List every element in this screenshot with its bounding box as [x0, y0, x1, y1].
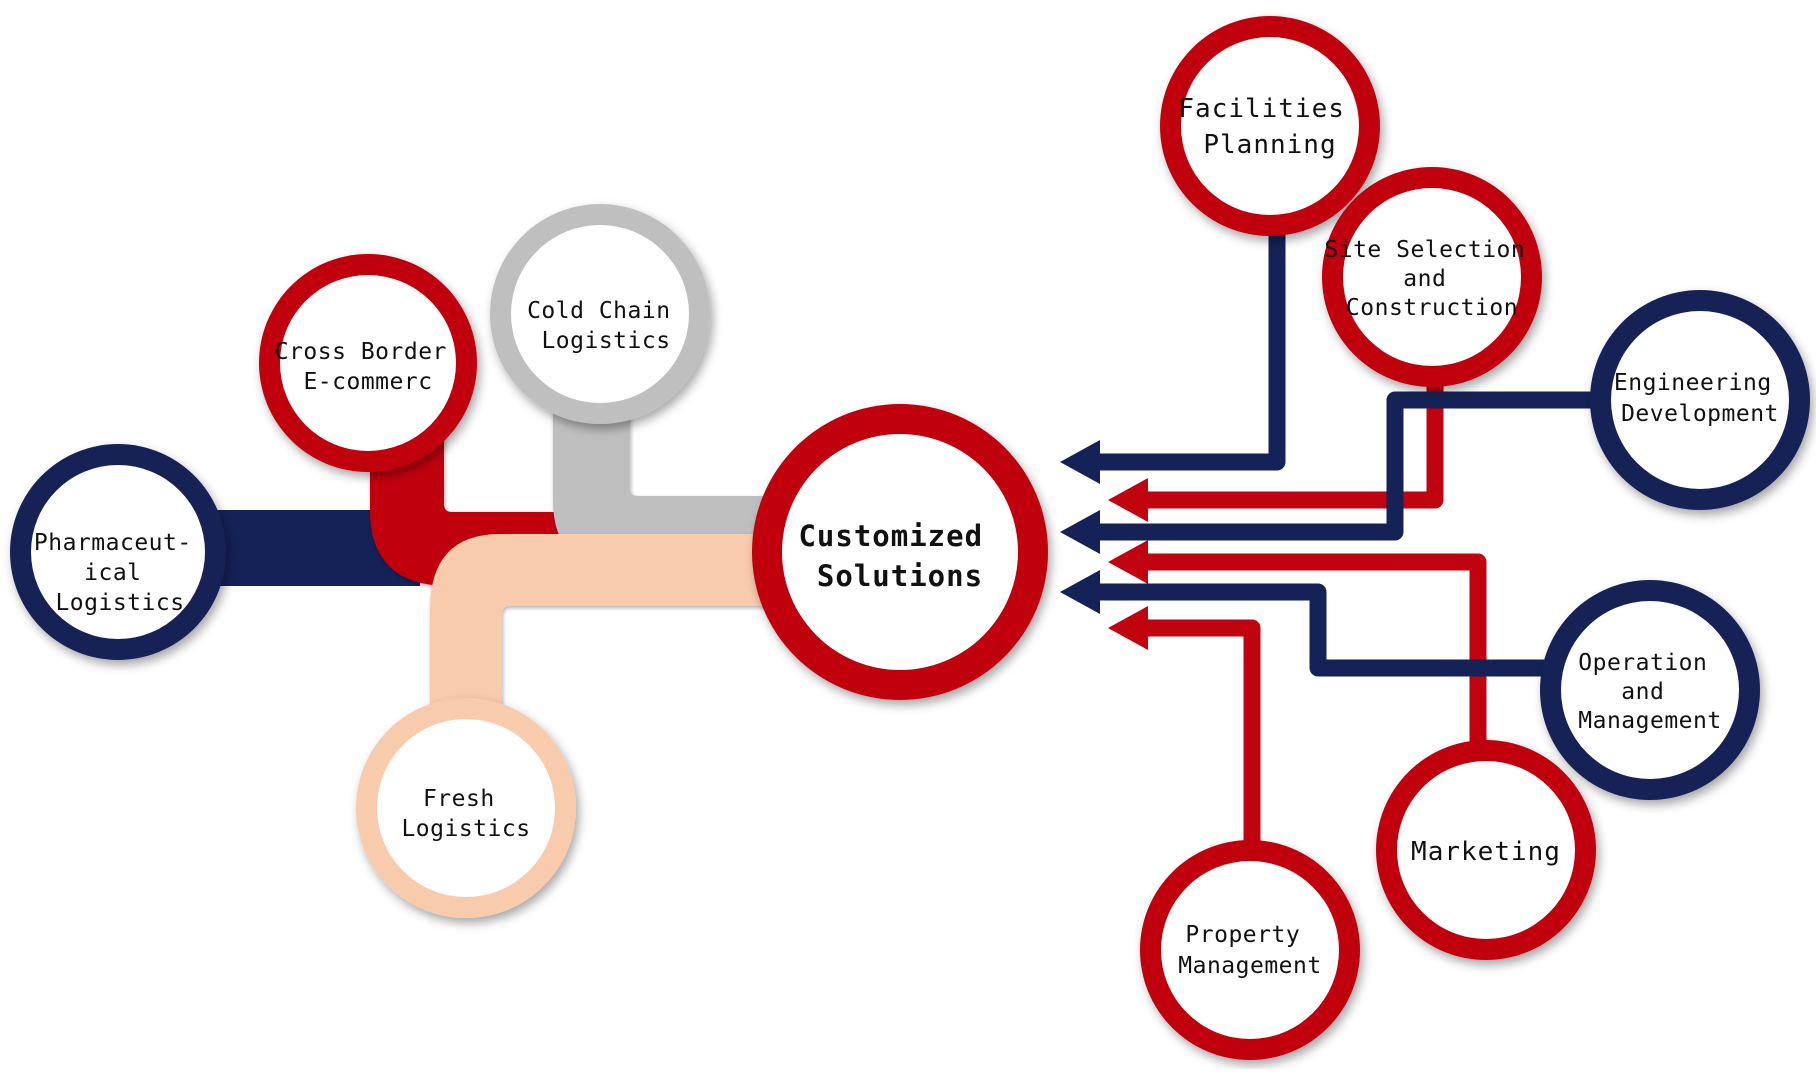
label-engineering-development: Engineering Development — [1614, 370, 1786, 427]
node-cross-border — [259, 254, 477, 472]
label-facilities-planning: Facilities Planning — [1178, 94, 1361, 160]
arrow-site-selection — [1140, 370, 1444, 509]
label-site-selection: Site Selection and Construction — [1324, 237, 1539, 321]
label-fresh: Fresh Logistics — [401, 786, 530, 842]
label-cold-chain: Cold Chain Logistics — [527, 298, 685, 354]
node-center — [752, 404, 1048, 700]
arrow-engineering-development — [1090, 391, 1610, 541]
connector-pharmaceutical — [180, 510, 420, 586]
node-operation-management — [1540, 580, 1760, 800]
arrow-head-marketing — [1108, 540, 1148, 584]
label-center: Customized Solutions — [798, 519, 1001, 593]
arrow-head-operation-management — [1060, 570, 1100, 614]
node-site-selection — [1322, 167, 1542, 387]
arrow-operation-management — [1090, 583, 1560, 677]
right-connectors — [1060, 200, 1610, 850]
label-operation-management: Operation and Management — [1578, 650, 1721, 734]
label-cross-border: Cross Border E-commerc — [275, 339, 462, 395]
label-marketing: Marketing — [1411, 837, 1561, 867]
node-engineering-development — [1590, 290, 1810, 510]
label-property-management: Property Management — [1178, 922, 1321, 979]
arrow-facilities-planning — [1090, 200, 1286, 471]
left-connectors — [180, 400, 780, 710]
arrow-marketing — [1140, 553, 1487, 780]
arrow-head-site-selection — [1108, 478, 1148, 522]
node-pharmaceutical — [10, 444, 226, 660]
label-pharmaceutical: Pharmaceut- ical Logistics — [34, 530, 206, 616]
arrow-head-facilities-planning — [1060, 440, 1100, 484]
arrow-property-management — [1140, 619, 1261, 850]
node-marketing — [1376, 740, 1596, 960]
node-facilities-planning — [1160, 16, 1380, 236]
connector-fresh — [430, 534, 780, 710]
connector-cold-chain — [553, 400, 780, 570]
node-fresh — [356, 698, 576, 918]
arrow-head-engineering-development — [1060, 510, 1100, 554]
arrow-head-property-management — [1108, 606, 1148, 650]
node-cold-chain — [490, 204, 710, 424]
node-property-management — [1140, 840, 1360, 1060]
